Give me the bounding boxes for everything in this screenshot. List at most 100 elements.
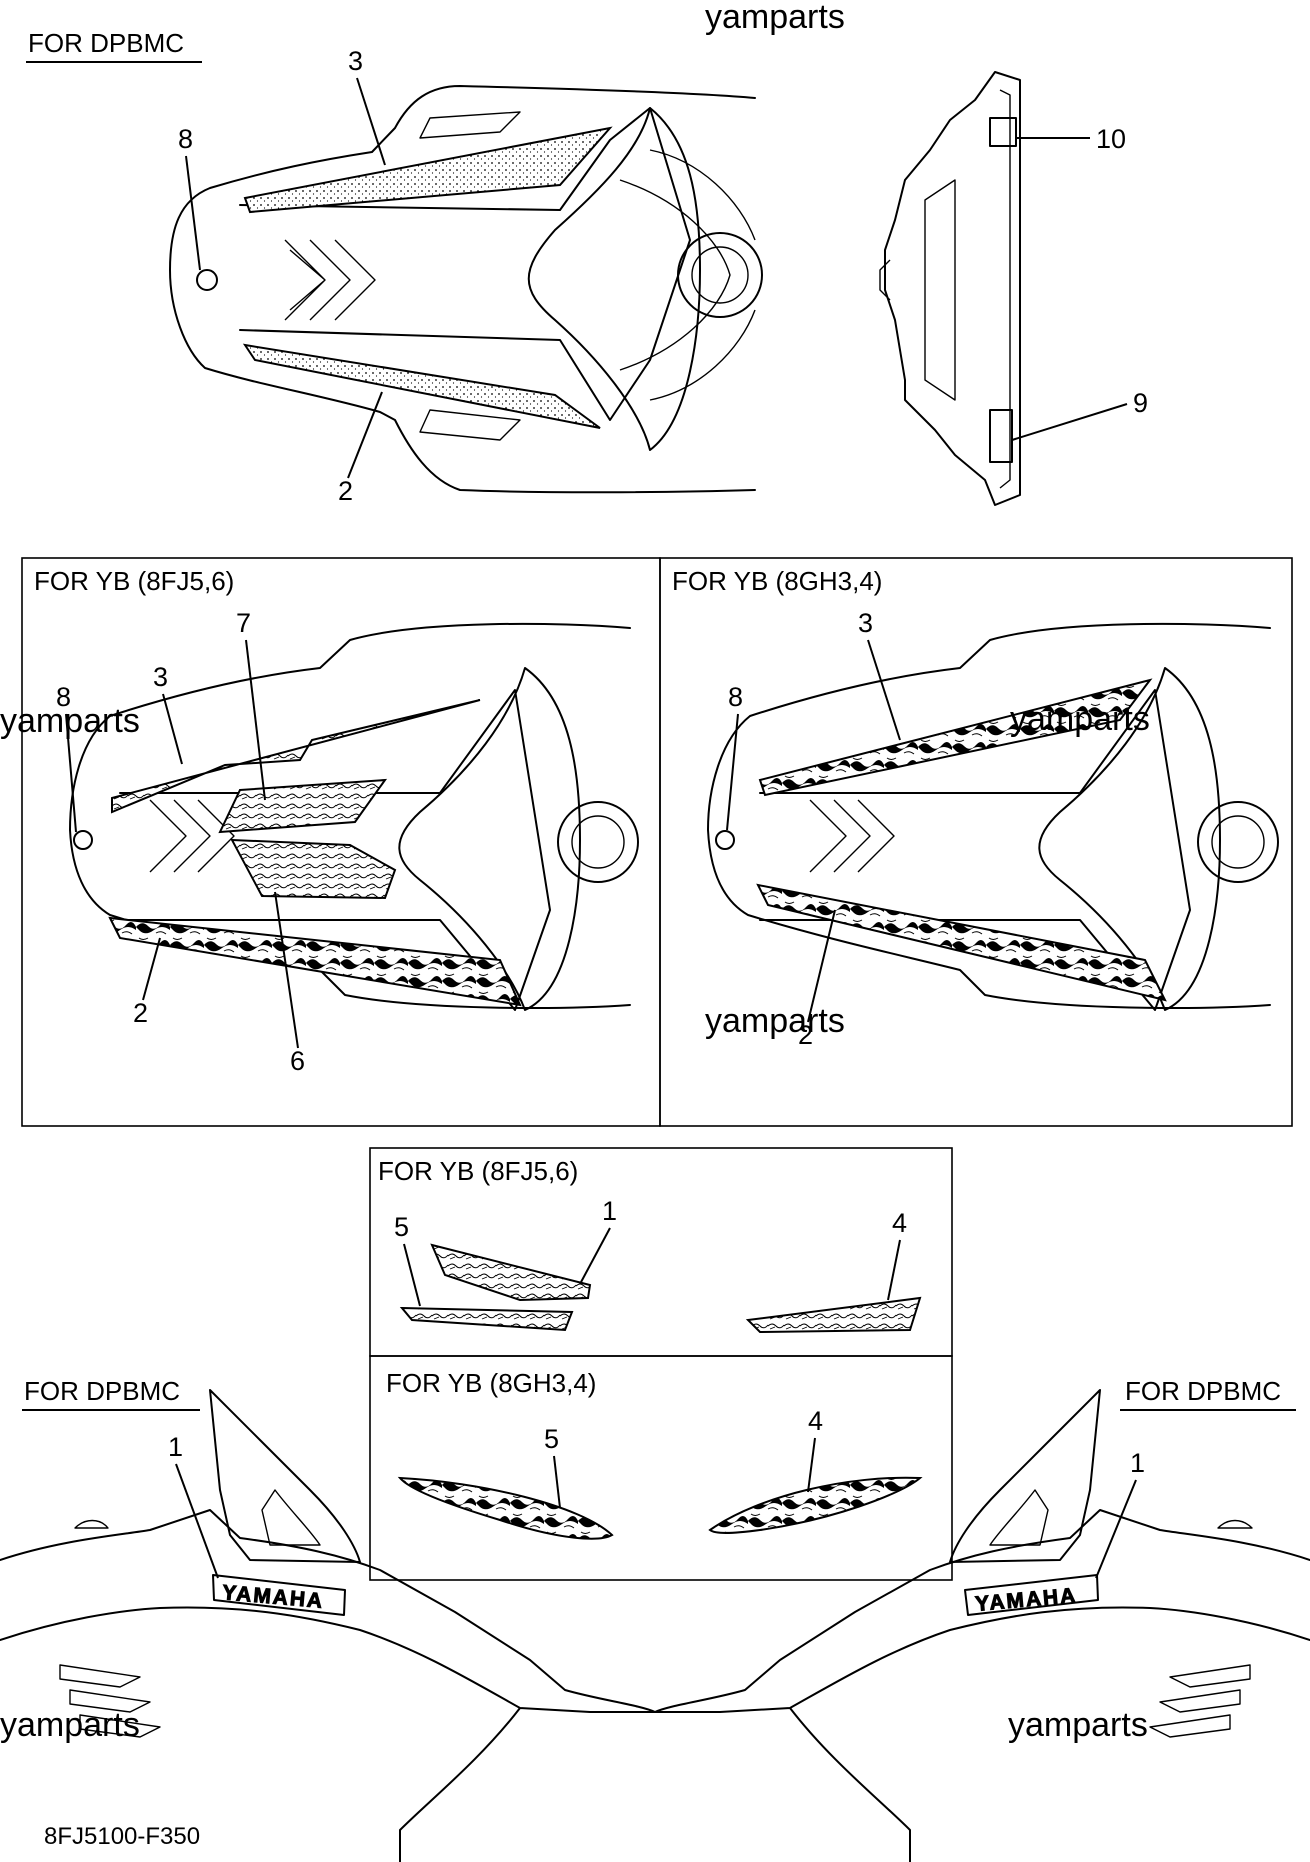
callout-2: 2: [338, 476, 353, 506]
deck-panel: [239, 107, 691, 421]
leader-1: [175, 1463, 219, 1579]
callout-1: 1: [1130, 1448, 1145, 1478]
hull-side-outline: [0, 1509, 656, 1862]
top-view-8gh3-4: FOR YB (8GH3,4) 3 8 2 yamparts yamparts: [672, 566, 1279, 1050]
watermark: yamparts: [705, 1002, 845, 1040]
part-8-sticker: [73, 830, 93, 850]
callout-4: 4: [892, 1208, 907, 1238]
decal-6: [230, 838, 397, 900]
decal-3: [758, 678, 1153, 797]
chevrons: [284, 239, 376, 321]
decal-1: [430, 1243, 592, 1302]
leader-8: [185, 155, 201, 271]
watermark: yamparts: [705, 0, 845, 36]
mirror: [74, 1519, 109, 1529]
callout-5: 5: [394, 1212, 409, 1242]
callout-6: 6: [290, 1046, 305, 1076]
decal-5: [397, 1476, 614, 1540]
top-view-dpbmc: FOR DPBMC yamparts 3 8 2: [26, 0, 845, 506]
chevrons: [149, 799, 235, 873]
windshield: [949, 1389, 1101, 1563]
chevrons: [809, 799, 895, 873]
decal-2: [756, 883, 1167, 1002]
callout-1: 1: [168, 1432, 183, 1462]
section-label-inset-top: FOR YB (8FJ5,6): [378, 1156, 578, 1186]
leader-8: [65, 713, 77, 833]
callout-3: 3: [858, 608, 873, 638]
watermark: yamparts: [0, 1706, 140, 1744]
part-8-sticker: [715, 830, 735, 850]
part-10-label: [989, 117, 1017, 147]
leader-4: [887, 1239, 901, 1301]
callout-7: 7: [236, 608, 251, 638]
callout-5: 5: [544, 1424, 559, 1454]
callout-9: 9: [1133, 388, 1148, 418]
decal-1-yamaha: [212, 1574, 346, 1616]
leader-6: [274, 891, 299, 1049]
hull-side-outline: [654, 1509, 1310, 1862]
callout-10: 10: [1096, 124, 1126, 154]
storage-hatch-inner: [1211, 815, 1265, 869]
section-label-mid-left: FOR YB (8FJ5,6): [34, 566, 234, 596]
decal-5: [399, 1306, 574, 1332]
hull-vents: [1149, 1664, 1251, 1738]
inset-8gh3-4: [369, 1355, 953, 1581]
windshield-inner: [989, 1489, 1049, 1546]
callout-8: 8: [178, 124, 193, 154]
decal-2: [108, 916, 522, 1007]
storage-hatch: [557, 801, 639, 883]
part-8-sticker: [196, 269, 218, 291]
hull-top-outline: [169, 85, 756, 494]
hull-vents: [59, 1664, 161, 1738]
watermark: yamparts: [1010, 700, 1150, 738]
leader-2: [347, 391, 383, 479]
rear-part-outline: [884, 71, 1021, 506]
leader-8: [726, 713, 739, 831]
callout-2: 2: [133, 998, 148, 1028]
hull-outline: [707, 622, 1271, 1009]
rear-part-inner: [879, 89, 1011, 489]
top-view-8fj5-6: FOR YB (8FJ5,6) 7 3 8 2 6 yamparts: [0, 566, 639, 1076]
decal-4: [745, 1296, 922, 1334]
hull-outline: [69, 622, 631, 1009]
side-view-left-dpbmc: FOR DPBMC YAMAHA 1 yamparts 8FJ5100-F350: [0, 1376, 656, 1862]
section-label-bottom-left: FOR DPBMC: [24, 1376, 180, 1406]
part-9-label: [989, 409, 1013, 463]
storage-hatch-inner: [571, 815, 625, 869]
side-decals-8gh3-4: FOR YB (8GH3,4) 5 4: [386, 1368, 923, 1540]
section-label-mid-right: FOR YB (8GH3,4): [672, 566, 882, 596]
leader-5: [403, 1243, 421, 1307]
windshield: [209, 1389, 361, 1563]
storage-hatch-inner: [691, 246, 749, 304]
callout-4: 4: [808, 1406, 823, 1436]
callout-3: 3: [153, 662, 168, 692]
section-label-bottom-right: FOR DPBMC: [1125, 1376, 1281, 1406]
leader-3: [356, 77, 386, 166]
storage-hatch: [1197, 801, 1279, 883]
side-view-right-dpbmc: FOR DPBMC YAMAHA 1 yamparts: [654, 1376, 1310, 1862]
leader-3: [162, 693, 183, 765]
section-label-inset-bottom: FOR YB (8GH3,4): [386, 1368, 596, 1398]
leader-5: [553, 1455, 561, 1509]
leader-2: [142, 937, 161, 1001]
drawing-code: 8FJ5100-F350: [44, 1823, 200, 1850]
hull-inner-lines: [419, 111, 521, 441]
callout-2: 2: [798, 1020, 813, 1050]
decal-2: [242, 343, 601, 429]
yamaha-logo: YAMAHA: [974, 1584, 1078, 1616]
leader-2: [807, 909, 836, 1023]
mirror: [1217, 1519, 1253, 1529]
leader-3: [867, 639, 901, 741]
decal-7: [218, 778, 388, 834]
decal-3: [243, 126, 613, 214]
rear-arcs: [619, 149, 756, 401]
storage-hatch: [677, 232, 763, 318]
leader-9: [1011, 403, 1128, 441]
callout-3: 3: [348, 46, 363, 76]
decal-3: [111, 699, 481, 814]
watermark: yamparts: [1008, 1706, 1148, 1744]
rear-view-dpbmc: 10 9: [879, 71, 1148, 506]
callout-8: 8: [56, 682, 71, 712]
decal-4: [708, 1476, 923, 1534]
